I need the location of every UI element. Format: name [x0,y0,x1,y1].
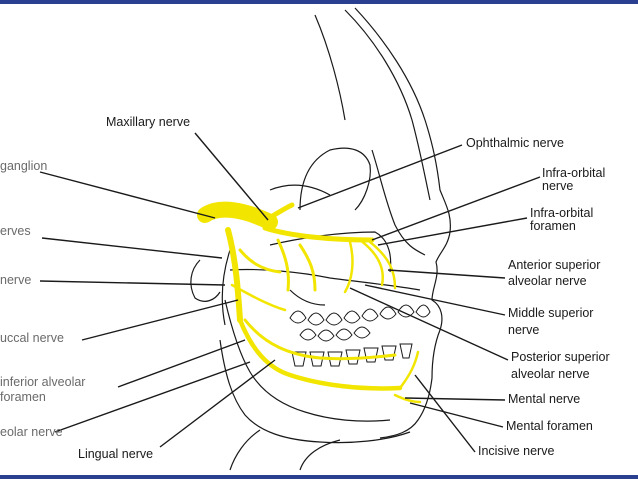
leader-maxillary [194,132,269,221]
maxillary-trunk [262,225,375,243]
leader-middle-superior [364,284,506,316]
upper-tooth [343,310,361,324]
orbit-outline [299,147,371,211]
label-nerve: nerve [0,273,32,287]
label-posterior-superior-2: alveolar nerve [511,367,590,381]
label-infra-orbital-nerve-1: Infra-orbital [542,166,606,180]
upper-tooth [307,312,325,326]
label-infra-orbital-foramen-2: foramen [530,219,576,233]
mental-branch [393,393,422,404]
zygomatic [269,184,331,196]
label-ophthalmic-nerve: Ophthalmic nerve [466,136,564,150]
leader-incisive [414,374,476,453]
mandibular-trunk [225,227,243,323]
leader-inferior-alveolar [117,339,246,388]
top-border [0,0,638,4]
upper-tooth [353,326,371,339]
upper-teeth [289,304,431,342]
upper-tooth [415,304,431,318]
leader-nerves [41,237,223,259]
ramus [221,249,231,326]
inferior-alveolar [237,317,403,391]
mandible-lower [219,339,411,444]
label-middle-superior-1: Middle superior [508,306,594,320]
bottom-border [0,475,638,479]
buccal-branch [230,283,287,312]
leader-infraorbital-foramen [377,217,528,246]
label-alveolar-nerve: eolar nerve [0,425,63,439]
nasal-line [371,149,426,256]
mandible-outline [224,299,391,422]
upper-tooth [335,328,353,341]
label-lingual-nerve: Lingual nerve [78,447,154,461]
leader-mental-nerve [404,397,506,401]
label-mental-nerve: Mental nerve [508,392,581,406]
label-ganglion: ganglion [0,159,48,173]
lower-tooth [399,343,413,359]
leader-mental-foramen [409,402,504,428]
lower-tooth [363,347,379,363]
orbit-floor [269,231,392,273]
leader-posterior-superior [349,287,509,361]
label-incisive-nerve: Incisive nerve [478,444,555,458]
label-inferior-alveolar-1: inferior alveolar [0,375,86,389]
leader-ophthalmic [297,144,463,209]
maxilla-line [229,268,421,291]
label-middle-superior-2: nerve [508,323,540,337]
label-anterior-superior-2: alveolar nerve [508,274,587,288]
upper-tooth [289,310,307,324]
neck-front [299,439,341,471]
skull-outline [190,7,451,471]
posterior-superior-branch [238,238,290,292]
leader-nerve [39,280,226,286]
ophthalmic-branch [259,202,295,225]
leader-anterior-superior [387,269,506,279]
leader-lingual [159,359,276,448]
label-inferior-alveolar-2: foramen [0,390,46,404]
leader-buccal [81,299,239,341]
label-nerves: erves [0,224,31,238]
upper-tooth [397,304,415,318]
nerve-network [197,201,422,404]
lingual-branch [243,318,397,361]
label-mental-foramen: Mental foramen [506,419,593,433]
leader-ganglion [39,171,216,219]
upper-tooth [379,306,397,320]
face-profile-outer [354,7,451,439]
upper-tooth [361,308,379,322]
leader-infraorbital-nerve [371,176,541,241]
upper-tooth [325,312,343,326]
label-anterior-superior-1: Anterior superior [508,258,601,272]
cheek-contour [289,289,326,306]
ear-region [190,259,221,302]
face-profile-inner [344,9,431,201]
upper-tooth [299,328,317,341]
incisive-branch [398,350,420,390]
label-buccal-nerve: uccal nerve [0,331,64,345]
middle-superior-branch [298,243,317,292]
label-posterior-superior-1: Posterior superior [511,350,610,364]
neck-back [229,429,261,471]
leader-alveolar-nerve [54,361,251,433]
upper-tooth [317,329,335,342]
label-infra-orbital-nerve-2: nerve [542,179,574,193]
leader-lines [39,132,541,453]
infraorbital-branches [343,238,397,294]
forehead-line [314,14,346,121]
label-maxillary-nerve: Maxillary nerve [106,115,191,129]
label-infra-orbital-foramen-1: Infra-orbital [530,206,594,220]
lower-tooth [381,345,397,361]
